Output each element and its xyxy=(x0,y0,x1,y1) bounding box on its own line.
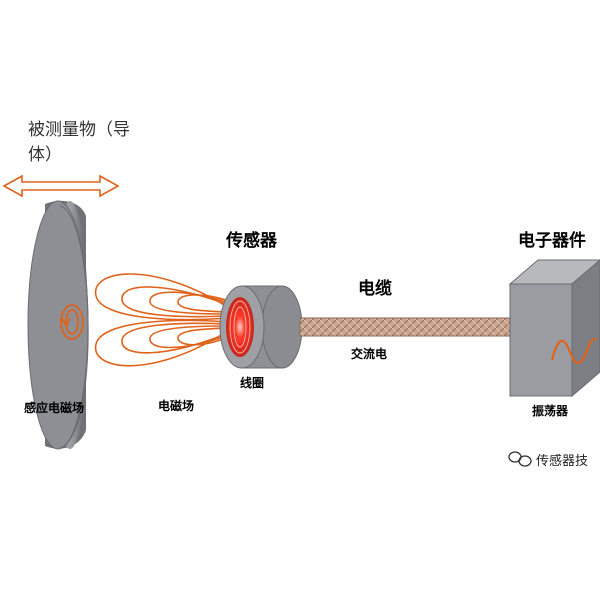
measured-object-label-line1: 被测量物（导 xyxy=(28,120,130,140)
cable xyxy=(299,317,517,337)
cable-label: 电缆 xyxy=(358,279,392,299)
coil-glow xyxy=(226,297,254,357)
measured-object-label-line2: 体） xyxy=(28,145,62,165)
wechat-chat-icon xyxy=(508,451,532,467)
coil-label: 线圈 xyxy=(240,376,265,390)
em-field-label: 电磁场 xyxy=(158,399,195,413)
ac-power-label: 交流电 xyxy=(351,347,388,361)
eddy-current-loop xyxy=(60,304,84,340)
coil-windings xyxy=(229,300,251,354)
induced-field-label: 感应电磁场 xyxy=(24,401,85,415)
double-arrow-icon xyxy=(2,174,120,198)
sine-wave-icon xyxy=(550,337,597,364)
oscillator-label: 振荡器 xyxy=(532,404,569,418)
oscillator-box xyxy=(508,259,600,398)
sensor-label: 传感器 xyxy=(226,231,277,251)
watermark-text: 传感器技 xyxy=(536,454,589,469)
electronic-device-label: 电子器件 xyxy=(518,231,586,251)
measured-object-disc xyxy=(27,200,89,450)
em-field-lines xyxy=(94,273,227,367)
sensor-probe xyxy=(219,285,303,369)
